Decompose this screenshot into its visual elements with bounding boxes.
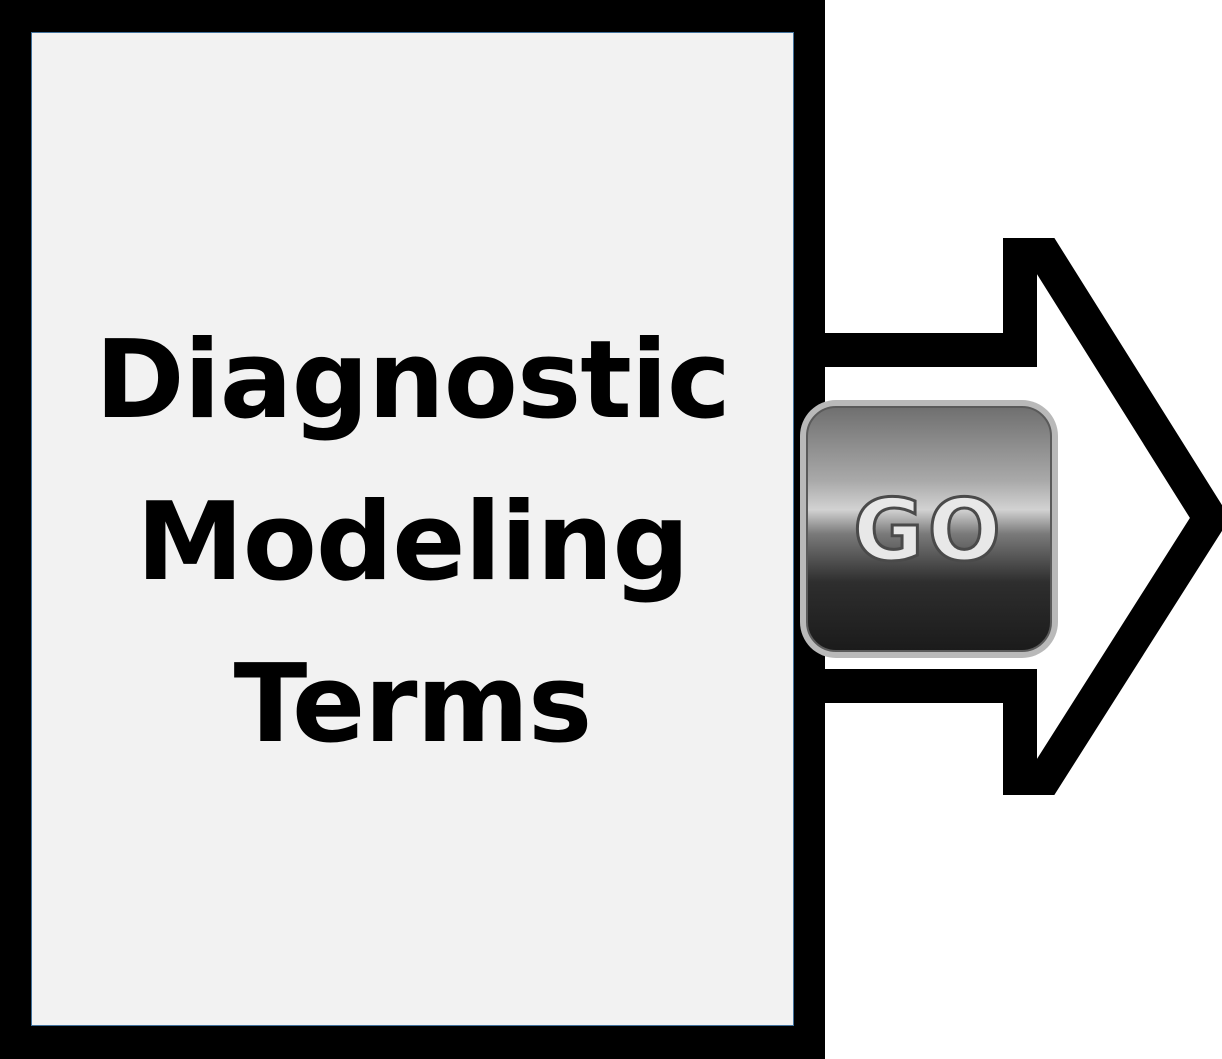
title-line-1: Diagnostic: [95, 318, 731, 443]
page-title: Diagnostic Modeling Terms: [31, 300, 794, 786]
title-line-3: Terms: [233, 642, 593, 767]
title-line-2: Modeling: [136, 480, 689, 605]
go-button[interactable]: GO: [800, 400, 1058, 658]
go-button-label: GO: [852, 480, 1005, 583]
go-button-face[interactable]: GO: [806, 406, 1052, 652]
document-panel: [31, 32, 794, 1026]
